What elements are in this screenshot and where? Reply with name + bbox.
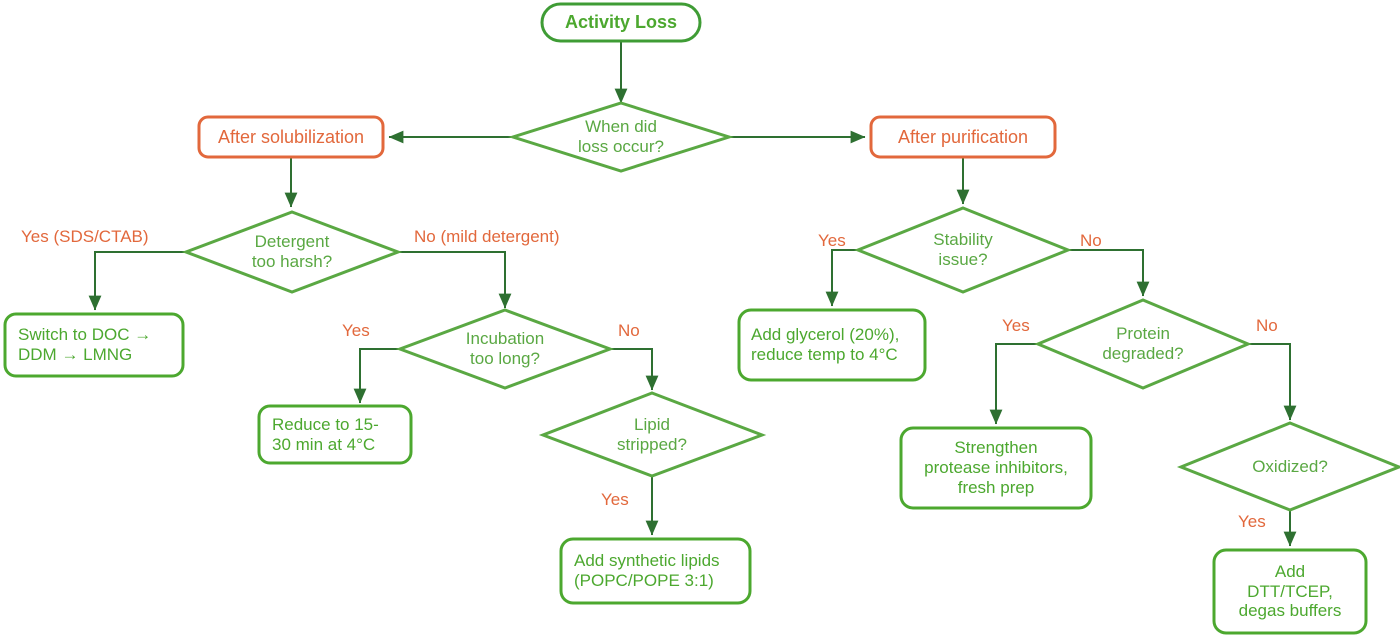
- node-when-shape[interactable]: [508, 101, 734, 173]
- edge-stability-no-to-degraded: [1068, 249, 1150, 297]
- edge-label-lipid-yes: Yes: [601, 490, 629, 509]
- edge-label-stability-yes: Yes: [818, 231, 846, 250]
- edge-label-degraded-no: No: [1256, 316, 1278, 335]
- edge-stability-yes-to-glycerol: [825, 249, 858, 307]
- node-after-solubilization-shape[interactable]: [197, 115, 385, 159]
- edge-label-incubation-no: No: [618, 321, 640, 340]
- node-switch-doc-shape[interactable]: [3, 312, 185, 378]
- edge-label-harsh-yes: Yes (SDS/CTAB): [21, 227, 149, 246]
- node-add-dtt-shape[interactable]: [1212, 548, 1368, 635]
- edge-label-incubation-yes: Yes: [342, 321, 370, 340]
- edge-label-degraded-yes: Yes: [1002, 316, 1030, 335]
- edge-label-stability-no: No: [1080, 231, 1102, 250]
- node-add-lipids-shape[interactable]: [559, 537, 752, 605]
- node-reduce-time-shape[interactable]: [257, 404, 413, 465]
- edge-detergent-yes-to-switch: [88, 251, 186, 311]
- node-lipid-stripped-shape[interactable]: [538, 391, 767, 478]
- edge-incubation-yes-to-reduce: [353, 348, 400, 404]
- node-protein-degraded-shape[interactable]: [1034, 298, 1252, 390]
- node-start-shape[interactable]: [540, 2, 702, 43]
- edge-detergent-no-to-incubation: [398, 251, 512, 309]
- node-stability-issue-shape[interactable]: [853, 206, 1073, 294]
- node-oxidized-shape[interactable]: [1176, 421, 1400, 512]
- edge-label-oxidized-yes: Yes: [1238, 512, 1266, 531]
- edge-label-harsh-no: No (mild detergent): [414, 227, 560, 246]
- edge-incubation-no-to-lipid: [610, 348, 659, 391]
- edge-degraded-no-to-oxidized: [1248, 343, 1297, 421]
- node-protease-inhibitors-shape[interactable]: [899, 426, 1093, 510]
- connector-group: [88, 40, 1297, 547]
- edge-degraded-yes-to-protease: [989, 343, 1038, 425]
- node-add-glycerol-shape[interactable]: [737, 308, 927, 382]
- node-after-purification-shape[interactable]: [869, 115, 1057, 159]
- node-incubation-long-shape[interactable]: [395, 308, 615, 390]
- node-detergent-harsh-shape[interactable]: [181, 210, 403, 294]
